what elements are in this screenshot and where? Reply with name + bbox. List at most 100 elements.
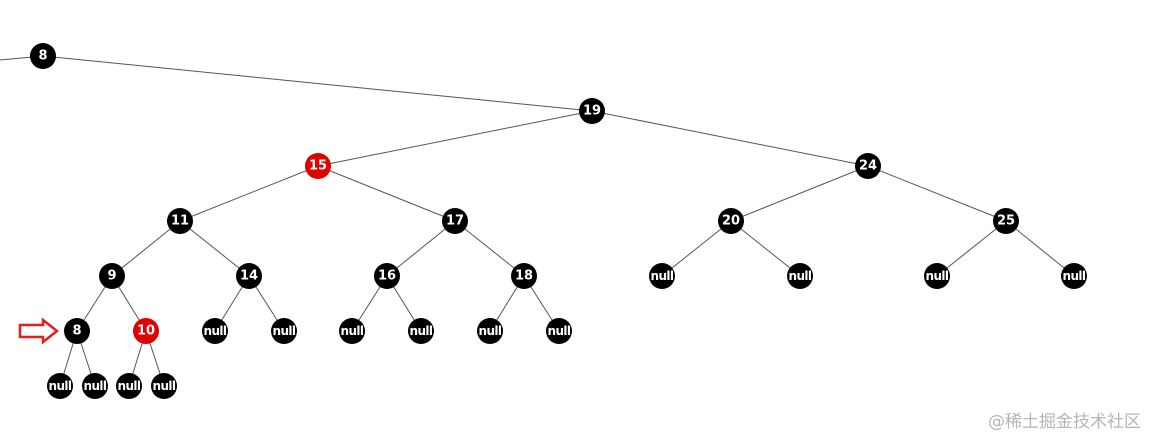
node-circle <box>924 263 950 289</box>
node-label: 16 <box>378 269 396 284</box>
edge-n15-n17 <box>317 165 456 222</box>
tree-node-nu16r: null <box>408 318 434 344</box>
node-circle <box>546 318 572 344</box>
edge-n11-n14 <box>179 220 250 277</box>
tree-node-nu20l: null <box>649 263 675 289</box>
node-label: null <box>651 269 674 283</box>
node-label: 19 <box>583 104 601 119</box>
tree-node-n18: 18 <box>511 263 537 289</box>
edge-n11-n9 <box>111 220 181 277</box>
edge-n20-nu20l <box>661 220 732 277</box>
node-label: null <box>479 324 502 338</box>
node-circle <box>271 318 297 344</box>
node-label: null <box>153 379 176 393</box>
node-circle <box>116 373 142 399</box>
node-label: 20 <box>722 214 740 229</box>
tree-node-nu10r: null <box>151 373 177 399</box>
node-label: 25 <box>997 214 1015 229</box>
tree-node-n8root: 8 <box>30 43 56 69</box>
node-circle <box>133 318 159 344</box>
node-circle <box>339 318 365 344</box>
node-label: null <box>273 324 296 338</box>
node-label: null <box>341 324 364 338</box>
node-circle <box>167 208 193 234</box>
tree-node-n20: 20 <box>718 208 744 234</box>
node-label: 24 <box>859 159 877 174</box>
tree-node-n19: 19 <box>579 98 605 124</box>
node-circle <box>64 318 90 344</box>
node-label: 11 <box>171 214 189 229</box>
node-circle <box>374 263 400 289</box>
node-circle <box>579 98 605 124</box>
tree-node-nu8l: null <box>47 373 73 399</box>
edge-n24-n25 <box>867 165 1007 222</box>
node-circle <box>787 263 813 289</box>
edge-n8root-n19 <box>42 55 593 112</box>
node-circle <box>408 318 434 344</box>
node-circle <box>305 153 331 179</box>
tree-nodes: 8 19 15 24 11 17 20 25 9 14 16 18 null null null null 8 1… <box>30 43 1087 399</box>
node-circle <box>202 318 228 344</box>
edge-n19-n15 <box>317 110 593 167</box>
node-circle <box>855 153 881 179</box>
edge-n17-n16 <box>386 220 456 277</box>
tree-node-nu14l: null <box>202 318 228 344</box>
tree-node-n17: 17 <box>442 208 468 234</box>
tree-node-nu16l: null <box>339 318 365 344</box>
node-label: 8 <box>38 49 47 64</box>
tree-edges <box>0 55 1075 387</box>
tree-node-nu8r: null <box>82 373 108 399</box>
tree-node-nu25r: null <box>1061 263 1087 289</box>
node-label: 10 <box>137 324 155 339</box>
edge-n24-n20 <box>730 165 869 222</box>
edge-n17-n18 <box>454 220 525 277</box>
node-label: 17 <box>446 214 464 229</box>
node-circle <box>30 43 56 69</box>
tree-node-n25: 25 <box>993 208 1019 234</box>
edge-n25-nu25l <box>936 220 1007 277</box>
node-circle <box>442 208 468 234</box>
node-circle <box>82 373 108 399</box>
edge-n20-nu20r <box>730 220 801 277</box>
tree-node-n15: 15 <box>305 153 331 179</box>
node-circle <box>993 208 1019 234</box>
tree-node-n14: 14 <box>236 263 262 289</box>
tree-node-nu14r: null <box>271 318 297 344</box>
node-circle <box>99 263 125 289</box>
node-label: 9 <box>107 269 116 284</box>
node-label: 15 <box>309 159 327 174</box>
tree-node-n8: 8 <box>64 318 90 344</box>
tree-node-nu10l: null <box>116 373 142 399</box>
tree-node-nu20r: null <box>787 263 813 289</box>
node-label: null <box>410 324 433 338</box>
node-label: 8 <box>72 324 81 339</box>
node-label: null <box>789 269 812 283</box>
node-label: null <box>926 269 949 283</box>
node-label: null <box>204 324 227 338</box>
watermark: @稀土掘金技术社区 <box>988 412 1141 432</box>
tree-node-nu18r: null <box>546 318 572 344</box>
node-circle <box>649 263 675 289</box>
node-circle <box>718 208 744 234</box>
tree-node-n16: 16 <box>374 263 400 289</box>
node-circle <box>477 318 503 344</box>
edge-n15-n11 <box>179 165 319 222</box>
node-circle <box>236 263 262 289</box>
node-circle <box>1061 263 1087 289</box>
node-label: null <box>49 379 72 393</box>
tree-node-nu25l: null <box>924 263 950 289</box>
tree-node-n24: 24 <box>855 153 881 179</box>
node-circle <box>151 373 177 399</box>
right-arrow-icon <box>18 317 60 345</box>
node-circle <box>511 263 537 289</box>
tree-node-n11: 11 <box>167 208 193 234</box>
tree-node-n10: 10 <box>133 318 159 344</box>
edge-n19-n24 <box>591 110 869 167</box>
node-label: null <box>84 379 107 393</box>
tree-node-nu18l: null <box>477 318 503 344</box>
edge-n25-nu25r <box>1005 220 1075 277</box>
node-circle <box>47 373 73 399</box>
tree-node-n9: 9 <box>99 263 125 289</box>
node-label: 18 <box>515 269 533 284</box>
